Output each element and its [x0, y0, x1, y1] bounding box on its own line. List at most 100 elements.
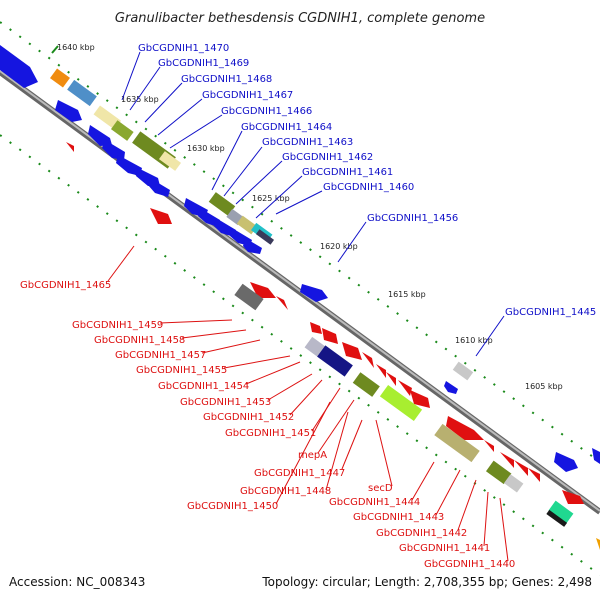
gene-arrow-reverse	[528, 468, 540, 482]
gene-arrow-forward	[116, 155, 142, 176]
inner-track-guide	[0, 134, 600, 576]
gene-label-forward: GbCGDNIH1_1462	[282, 152, 373, 163]
leader-line	[157, 98, 203, 136]
kbp-tick-label: 1605 kbp	[525, 382, 563, 391]
leader-line	[483, 491, 489, 547]
gene-label-forward: GbCGDNIH1_1466	[221, 106, 312, 117]
forward-leader-lines	[121, 51, 505, 357]
gene-block-lightgrey	[452, 361, 474, 381]
leader-line	[255, 175, 303, 219]
gene-label-forward: GbCGDNIH1_1467	[202, 90, 293, 101]
forward-strand-genes	[0, 45, 600, 472]
gene-block-orange	[50, 68, 70, 88]
leader-line	[159, 319, 233, 324]
gene-block-khaki	[434, 423, 480, 463]
track-guides	[0, 21, 600, 576]
gene-label-forward: GbCGDNIH1_1456	[367, 213, 458, 224]
gene-label-reverse: mepA	[298, 450, 327, 461]
gene-arrow-forward	[554, 452, 578, 472]
gene-block-olive-dark	[485, 460, 512, 485]
gene-label-reverse: GbCGDNIH1_1448	[240, 486, 331, 497]
gene-block-black	[546, 509, 568, 527]
leader-line	[144, 82, 183, 123]
gene-arrow-reverse	[514, 460, 528, 476]
gene-arrow-reverse	[410, 390, 430, 408]
gene-block-pale	[93, 105, 122, 130]
gene-block-darkgrey	[234, 283, 264, 311]
gene-label-forward: GbCGDNIH1_1464	[241, 122, 332, 133]
leader-line	[375, 419, 393, 487]
gene-label-forward: GbCGDNIH1_1460	[323, 182, 414, 193]
gene-arrow-reverse	[66, 142, 74, 152]
forward-gene-labels: GbCGDNIH1_1470 GbCGDNIH1_1469 GbCGDNIH1_…	[138, 43, 596, 318]
leader-line	[411, 461, 435, 501]
gene-arrow-forward	[0, 45, 38, 88]
kbp-tick-label: 1630 kbp	[187, 144, 225, 153]
gene-arrow-forward	[444, 381, 458, 394]
gene-label-forward: GbCGDNIH1_1445	[505, 307, 596, 318]
gene-label-reverse: GbCGDNIH1_1441	[399, 543, 490, 554]
leader-line	[275, 190, 323, 215]
gene-label-reverse: GbCGDNIH1_1453	[180, 397, 271, 408]
leader-line	[121, 51, 141, 101]
gene-label-reverse: GbCGDNIH1_1459	[72, 320, 163, 331]
gene-arrow-reverse	[150, 208, 172, 224]
kbp-tick-label: 1640 kbp	[57, 43, 95, 52]
gene-arrow-forward	[102, 140, 125, 160]
gene-label-reverse: GbCGDNIH1_1454	[158, 381, 249, 392]
gene-arrow-forward	[243, 238, 262, 254]
map-title: Granulibacter bethesdensis CGDNIH1, comp…	[115, 11, 485, 26]
reverse-leader-lines	[107, 245, 509, 562]
leader-line	[457, 479, 477, 531]
gene-arrow-reverse	[310, 322, 322, 334]
leader-line	[337, 221, 367, 263]
gene-label-reverse: GbCGDNIH1_1442	[376, 528, 467, 539]
gene-block-lightgrey	[504, 474, 524, 493]
kbp-tick-label: 1620 kbp	[320, 242, 358, 251]
gene-block-steelblue	[67, 79, 97, 107]
gene-arrow-forward	[198, 208, 220, 227]
leader-line	[245, 361, 301, 385]
gene-label-forward: GbCGDNIH1_1461	[302, 167, 393, 178]
gene-label-reverse: GbCGDNIH1_1451	[225, 428, 316, 439]
gene-block-olive	[110, 120, 134, 141]
gene-arrow-reverse	[562, 490, 584, 504]
gene-label-reverse: GbCGDNIH1_1444	[329, 497, 420, 508]
gene-arrow-reverse	[276, 296, 288, 310]
accession-text: Accession: NC_008343	[9, 575, 145, 589]
gene-block-pale	[158, 151, 182, 171]
outer-track-guide	[0, 21, 600, 463]
gene-arrow-reverse	[362, 352, 374, 368]
gene-arrow-reverse	[386, 372, 396, 386]
gene-block-teal	[548, 500, 574, 524]
gene-arrow-reverse	[446, 416, 484, 440]
gene-label-reverse: GbCGDNIH1_1458	[94, 335, 185, 346]
leader-line	[325, 411, 349, 491]
gene-block-navy	[255, 229, 275, 245]
gene-label-reverse: GbCGDNIH1_1450	[187, 501, 278, 512]
gene-label-forward: GbCGDNIH1_1468	[181, 74, 272, 85]
gene-label-reverse: secD	[368, 483, 393, 494]
gene-label-reverse: GbCGDNIH1_1443	[353, 512, 444, 523]
gene-arrow-forward	[300, 284, 328, 302]
gene-block-darknavy	[317, 345, 353, 377]
genome-info-text: Topology: circular; Length: 2,708,355 bp…	[261, 575, 592, 589]
gene-label-reverse: GbCGDNIH1_1457	[115, 350, 206, 361]
gene-arrow-reverse	[596, 538, 600, 550]
gene-block-olive-dark	[352, 372, 380, 397]
leader-line	[289, 379, 323, 416]
leader-line	[211, 130, 243, 191]
gene-label-reverse: GbCGDNIH1_1455	[136, 365, 227, 376]
gene-label-reverse: GbCGDNIH1_1465	[20, 280, 111, 291]
gene-label-forward: GbCGDNIH1_1469	[158, 58, 249, 69]
leader-line	[107, 245, 135, 282]
leader-line	[275, 401, 331, 505]
leader-line	[223, 146, 263, 197]
gene-block-olive-dark	[208, 192, 236, 216]
gene-label-reverse: GbCGDNIH1_1440	[424, 559, 515, 570]
gene-arrow-reverse	[484, 440, 494, 452]
gene-arrow-reverse	[500, 452, 514, 468]
kbp-ticks: 1640 kbp 1635 kbp 1630 kbp 1625 kbp 1620…	[51, 43, 563, 391]
